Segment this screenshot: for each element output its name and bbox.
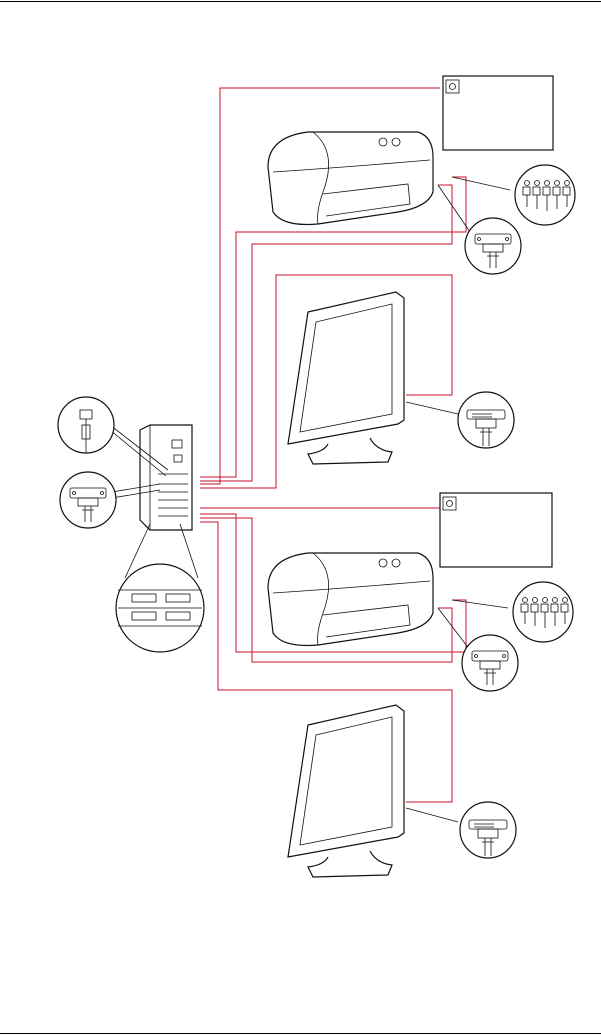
monitor-2 xyxy=(288,705,404,877)
dvi-leader-2 xyxy=(406,808,458,822)
usb-connector-icon xyxy=(58,397,114,453)
serial-pc-icon xyxy=(60,472,116,528)
computer-tower xyxy=(140,425,192,530)
dvi-connector-icon-2 xyxy=(460,802,516,858)
serial-leader-1 xyxy=(438,185,470,232)
label-box-2 xyxy=(440,493,552,567)
bnc-leader-1 xyxy=(452,177,510,190)
bnc-connector-icon-2 xyxy=(513,582,573,642)
projector-1 xyxy=(268,132,433,225)
bnc-leader-2 xyxy=(452,600,508,608)
dvi-connector-icon-1 xyxy=(458,392,514,448)
dvi-leader-1 xyxy=(406,402,458,414)
dual-dvi-panel-icon xyxy=(116,564,204,652)
monitor-1 xyxy=(288,292,404,464)
serial-connector-icon-2 xyxy=(462,635,518,691)
serial-leader-2 xyxy=(438,608,470,650)
label-box-1 xyxy=(443,76,553,150)
bnc-connector-icon-1 xyxy=(515,165,575,225)
projector-2 xyxy=(268,553,433,646)
serial-connector-icon-1 xyxy=(465,218,521,274)
